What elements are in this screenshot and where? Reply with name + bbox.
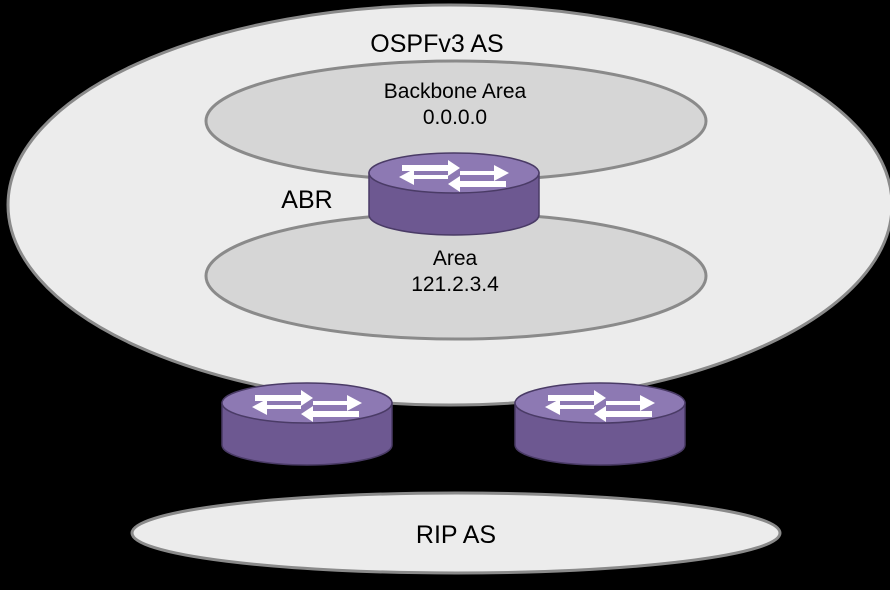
area-name: Area <box>433 247 478 270</box>
backbone-area-id: 0.0.0.0 <box>423 106 487 129</box>
abr-label: ABR <box>281 186 332 214</box>
asbr-router-left-icon <box>221 382 393 466</box>
rip-as-label: RIP AS <box>416 521 496 549</box>
abr-router-icon <box>368 152 540 236</box>
backbone-area-name: Backbone Area <box>384 80 527 103</box>
rip-as-region <box>130 491 782 575</box>
ospf-as-label: OSPFv3 AS <box>370 30 503 58</box>
area-id: 121.2.3.4 <box>411 273 499 296</box>
asbr-router-right-icon <box>514 382 686 466</box>
